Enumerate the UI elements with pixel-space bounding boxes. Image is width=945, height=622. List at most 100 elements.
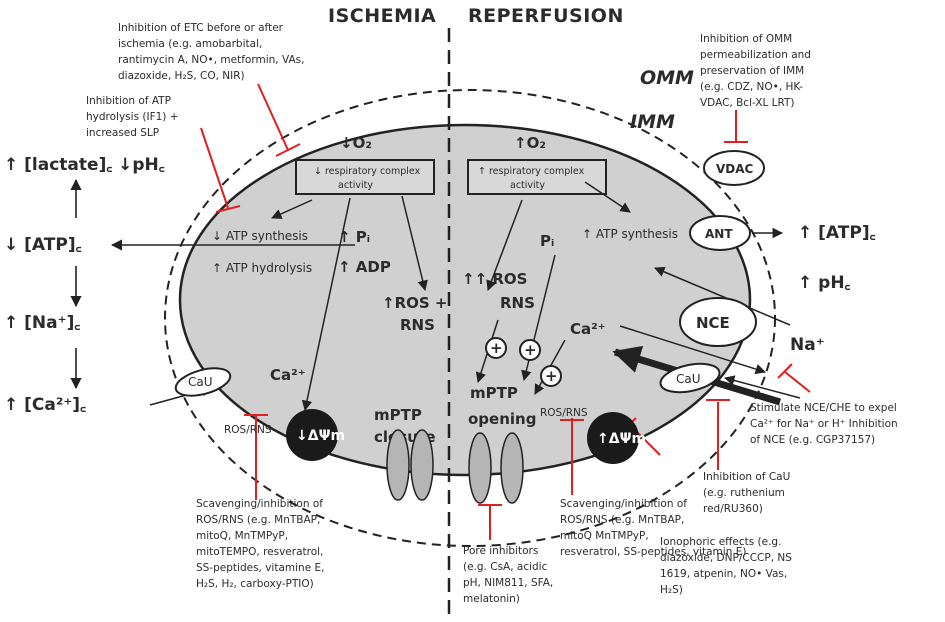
respiratory-box-reperfusion-line1: ↑ respiratory complex [478,166,585,177]
svg-text:pH, NIM811, SFA,: pH, NIM811, SFA, [463,577,553,589]
nce-exchanger [679,297,757,347]
svg-text:melatonin): melatonin) [463,593,520,605]
svg-text:Inhibition of OMM: Inhibition of OMM [700,33,792,45]
svg-text:diazoxide, DNP/CCCP, NS: diazoxide, DNP/CCCP, NS [660,552,792,564]
svg-text:Ionophoric effects (e.g.: Ionophoric effects (e.g. [660,536,781,548]
svg-text:resveratrol, SS-peptides, vita: resveratrol, SS-peptides, vitamin E) [560,546,746,558]
svg-text:Inhibition of CaU: Inhibition of CaU [703,471,790,483]
cau-reperfusion-label: CaU [676,372,701,386]
label-mptp-closure-1: mPTP [374,406,422,424]
label-mptp-opening-2: opening [468,410,536,428]
svg-text:preservation of IMM: preservation of IMM [700,65,804,77]
inhibition-markers [200,83,811,540]
label-ros-rns-ischemia-2: RNS [400,316,435,334]
note-cau-inhibition: Inhibition of CaU (e.g. ruthenium red/RU… [703,471,790,515]
label-adp: ↑ ADP [338,258,391,276]
label-pi-ischemia: ↑ Pᵢ [338,228,370,246]
svg-text:Inhibition of ATP: Inhibition of ATP [86,95,171,107]
svg-text:SS-peptides, vitamine E,: SS-peptides, vitamine E, [196,562,324,574]
svg-text:Scavenging/inhibition of: Scavenging/inhibition of [196,498,323,510]
respiratory-box-ischemia-line2: activity [338,180,373,191]
svg-text:hydrolysis (IF1) +: hydrolysis (IF1) + [86,111,179,123]
svg-text:Stimulate NCE/CHE to expel: Stimulate NCE/CHE to expel [750,402,897,414]
vdac-label: VDAC [716,162,754,176]
ant-label: ANT [705,227,733,241]
heading-reperfusion: REPERFUSION [468,5,624,27]
svg-text:Inhibition of ETC before or af: Inhibition of ETC before or after [118,22,284,34]
svg-text:H₂S): H₂S) [660,584,683,596]
note-ionophoric-effects: Ionophoric effects (e.g. diazoxide, DNP/… [660,536,792,596]
svg-text:H₂S, H₂, carboxy-PTIO): H₂S, H₂, carboxy-PTIO) [196,578,314,590]
respiratory-box-ischemia-line1: ↓ respiratory complex [314,166,421,177]
note-omm-preservation: Inhibition of OMM permeabilization and p… [700,33,811,109]
note-pore-inhibitors: Pore inhibitors (e.g. CsA, acidic pH, NI… [463,545,553,605]
svg-text:ROS/RNS (e.g. MnTBAP,: ROS/RNS (e.g. MnTBAP, [196,514,320,526]
membrane-potential-ischemia-label: ↓ΔΨm [296,428,345,444]
label-atp-c-left: ↓ [ATP]꜀ [4,235,82,255]
svg-text:+: + [524,341,537,359]
plus-markers: + + + [485,337,562,387]
svg-text:(e.g. CsA, acidic: (e.g. CsA, acidic [463,561,548,573]
label-ros-rns-reperfusion-1: ↑↑ ROS [462,270,527,288]
svg-text:Pore inhibitors: Pore inhibitors [463,545,538,557]
label-mptp-opening-1: mPTP [470,384,518,402]
svg-text:rantimycin A, NO•, metformin,: rantimycin A, NO•, metformin, VAs, [118,54,304,66]
svg-text:mitoQ MnTMPyP,: mitoQ MnTMPyP, [560,530,649,542]
label-atp-synthesis-up: ↑ ATP synthesis [582,227,678,241]
membrane-potential-reperfusion-label: ↑ΔΨm [597,431,646,447]
mptp-pores [386,429,524,504]
svg-text:of NCE (e.g. CGP37157): of NCE (e.g. CGP37157) [750,434,875,446]
label-omm: OMM [640,67,694,89]
ant-transporter [689,215,751,251]
note-nce-stimulation: Stimulate NCE/CHE to expel Ca²⁺ for Na⁺ … [750,402,898,446]
note-etc-inhibition: Inhibition of ETC before or after ischem… [118,22,304,82]
label-ros-rns-reperfusion-2: RNS [500,294,535,312]
label-lactate-ph: ↑ [lactate]꜀ ↓pH꜀ [4,155,165,175]
cau-ischemia-label: CaU [188,375,213,389]
label-ca-ischemia: Ca²⁺ [270,366,306,384]
inner-membrane [178,123,752,477]
svg-text:+: + [545,367,558,385]
label-ros-rns-small-reperfusion: ROS/RNS [540,407,588,419]
vdac-channel [703,150,765,186]
label-imm: IMM [630,111,675,133]
label-na-c: ↑ [Na⁺]꜀ [4,313,80,333]
label-ca-reperfusion: Ca²⁺ [570,320,606,338]
svg-text:Scavenging/inhibition of: Scavenging/inhibition of [560,498,687,510]
svg-text:ROS/RNS (e.g. MnTBAP,: ROS/RNS (e.g. MnTBAP, [560,514,684,526]
label-na-right: Na⁺ [790,335,825,355]
label-atp-hydrolysis-up: ↑ ATP hydrolysis [212,261,312,275]
svg-text:diazoxide, H₂S, CO, NIR): diazoxide, H₂S, CO, NIR) [118,70,245,82]
svg-text:+: + [490,339,503,357]
label-atp-c-right: ↑ [ATP]꜀ [798,223,876,243]
respiratory-box-reperfusion [467,159,607,195]
cytosol-arrows-left [70,178,355,406]
membrane-potential-reperfusion [587,412,639,464]
label-o2-ischemia: ↓O₂ [340,134,372,152]
svg-text:mitoTEMPO, resveratrol,: mitoTEMPO, resveratrol, [196,546,323,558]
svg-text:VDAC, Bcl-XL LRT): VDAC, Bcl-XL LRT) [700,97,795,109]
svg-text:permeabilization and: permeabilization and [700,49,811,61]
svg-text:(e.g. CDZ, NO•, HK-: (e.g. CDZ, NO•, HK- [700,81,803,93]
note-scavenging-reperfusion: Scavenging/inhibition of ROS/RNS (e.g. M… [560,498,746,558]
label-ros-rns-small-ischemia: ROS/RNS [224,424,272,436]
label-pi-reperfusion: Pᵢ [540,232,554,250]
label-ph-c-right: ↑ pH꜀ [798,273,851,293]
svg-text:ischemia (e.g. amobarbital,: ischemia (e.g. amobarbital, [118,38,262,50]
ischemia-arrows [271,195,428,412]
label-atp-synthesis-down: ↓ ATP synthesis [212,229,308,243]
heading-ischemia: ISCHEMIA [328,5,436,27]
respiratory-box-reperfusion-line2: activity [510,180,545,191]
svg-text:Ca²⁺ for Na⁺ or H⁺ Inhibition: Ca²⁺ for Na⁺ or H⁺ Inhibition [750,418,898,430]
nce-label: NCE [696,314,730,332]
note-atp-hydrolysis-inhibition: Inhibition of ATP hydrolysis (IF1) + inc… [86,95,179,139]
svg-text:red/RU360): red/RU360) [703,503,763,515]
label-o2-reperfusion: ↑O₂ [514,134,546,152]
svg-text:increased SLP: increased SLP [86,127,159,139]
cau-ischemia [174,367,232,397]
respiratory-box-ischemia [295,159,435,195]
label-ca-c: ↑ [Ca²⁺]꜀ [4,395,86,415]
note-scavenging-ischemia: Scavenging/inhibition of ROS/RNS (e.g. M… [196,498,324,590]
